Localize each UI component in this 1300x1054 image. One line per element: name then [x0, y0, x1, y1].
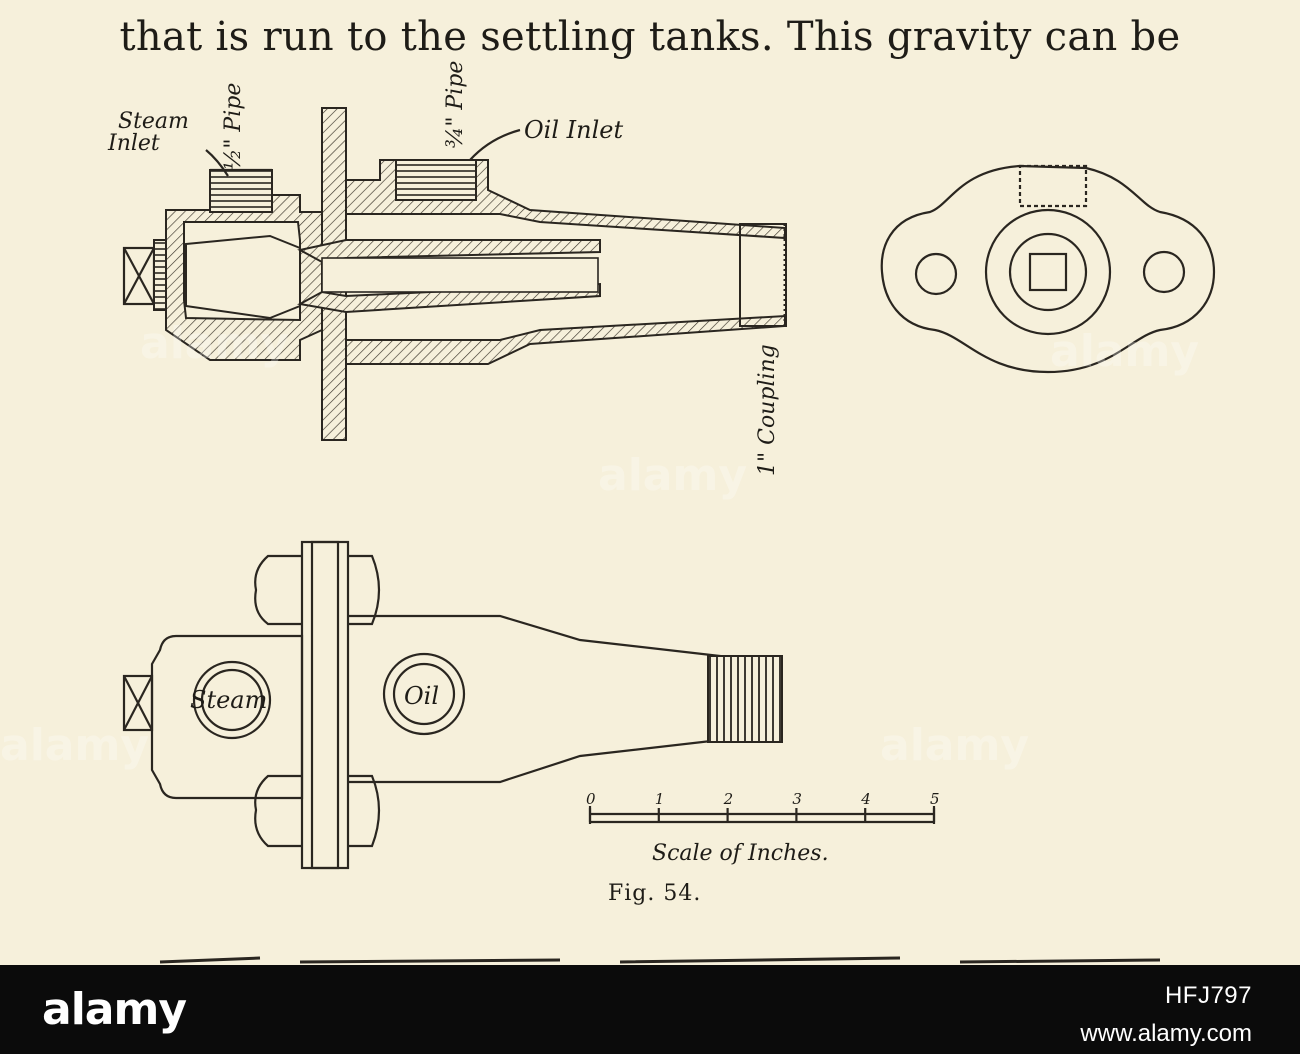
plan-view	[122, 540, 783, 870]
watermark-bar	[0, 965, 1300, 1054]
oil-label: Oil	[404, 682, 439, 710]
site-url: www.alamy.com	[1080, 1020, 1252, 1047]
scale-bar: 0 1 2 3 4 5	[586, 790, 940, 824]
section-view	[122, 107, 787, 441]
three-quarter-pipe-label: ¾" Pipe	[443, 61, 468, 148]
scale-caption: Scale of Inches.	[652, 841, 829, 866]
oil-inlet-label: Oil Inlet	[524, 116, 623, 144]
steam-inlet-label-2: Inlet	[107, 131, 160, 156]
scale-tick-label: 4	[860, 790, 871, 808]
scale-tick-label: 5	[930, 790, 940, 808]
watermark-alamy: alamy	[140, 318, 289, 369]
scale-tick-label: 0	[586, 790, 596, 808]
scale-tick-label: 1	[655, 790, 665, 808]
scale-tick-label: 2	[723, 790, 734, 808]
book-page: that is run to the settling tanks. This …	[0, 14, 1300, 965]
scale-tick-label: 3	[792, 790, 802, 808]
watermark-alamy: alamy	[0, 720, 149, 771]
half-inch-pipe-label: ½" Pipe	[221, 83, 246, 170]
cropped-text-line	[0, 948, 1300, 965]
watermark-alamy: alamy	[880, 720, 1029, 771]
steam-inlet-label: Steam	[118, 109, 189, 134]
image-meta: HFJ797 www.alamy.com	[1080, 982, 1252, 1048]
steam-label: Steam	[190, 686, 267, 714]
end-view	[880, 164, 1216, 374]
image-id: HFJ797	[1164, 982, 1252, 1009]
oil-burner-drawing: Steam Inlet ½" Pipe ¾" Pipe Oil Inlet 1"…	[0, 61, 1216, 906]
alamy-logo: alamy	[42, 984, 187, 1035]
coupling-label: 1" Coupling	[755, 344, 780, 476]
watermark-alamy: alamy	[1050, 326, 1199, 377]
figure-caption: Fig. 54.	[608, 881, 701, 906]
watermark-alamy: alamy	[598, 450, 747, 501]
lead-text-line: that is run to the settling tanks. This …	[119, 14, 1181, 60]
